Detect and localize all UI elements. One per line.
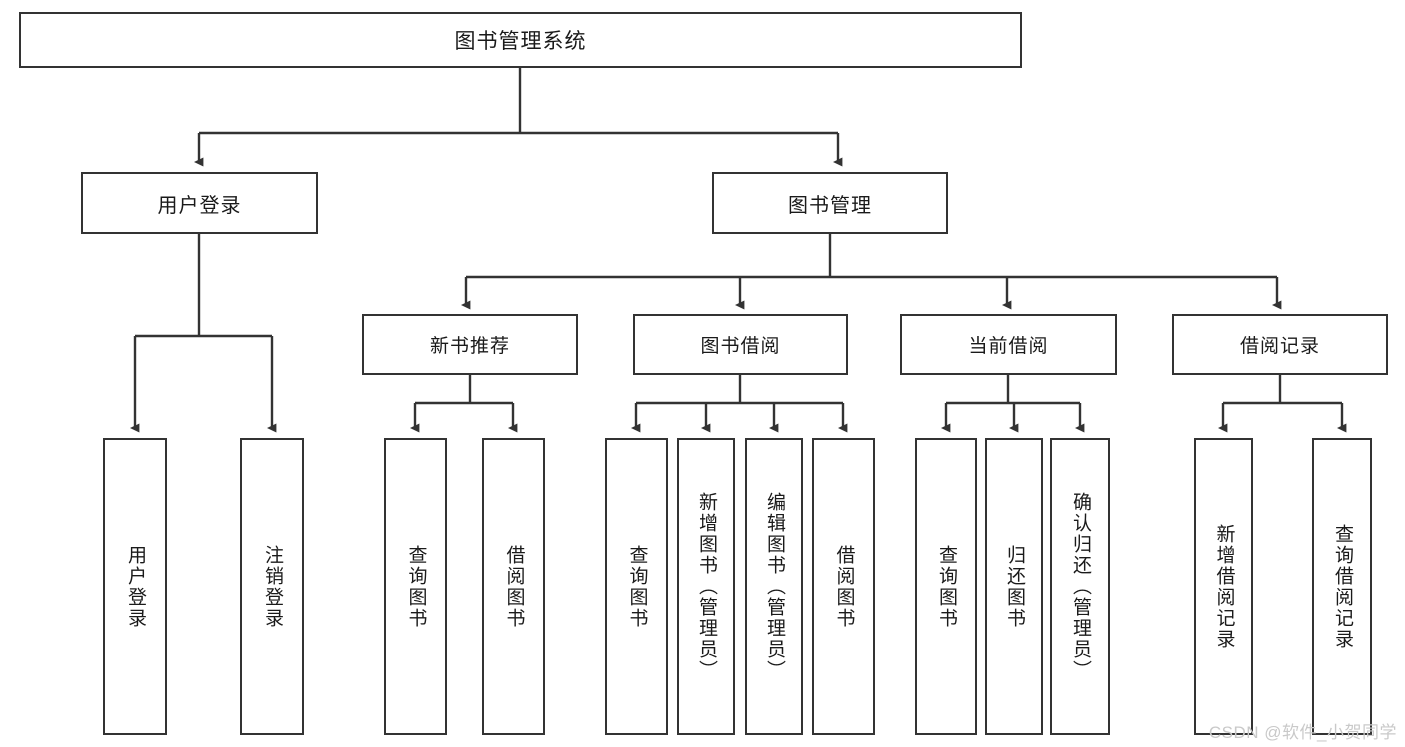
leaf-current-return-book-label: 归还图书 xyxy=(1003,544,1025,629)
leaf-current-query-book-label: 查询图书 xyxy=(935,544,957,629)
leaf-current-query-book[interactable]: 查询图书 xyxy=(915,438,977,735)
node-borrow-record-label: 借阅记录 xyxy=(1239,336,1320,357)
node-user-login[interactable]: 用户登录 xyxy=(81,172,318,234)
node-borrow-record[interactable]: 借阅记录 xyxy=(1172,314,1388,375)
leaf-borrow-borrow-book[interactable]: 借阅图书 xyxy=(812,438,875,735)
leaf-borrow-add-book[interactable]: 新增图书（管理员） xyxy=(677,438,735,735)
leaf-user-logout-label: 注销登录 xyxy=(261,544,283,629)
leaf-current-return-book[interactable]: 归还图书 xyxy=(985,438,1043,735)
node-new-book-recommend[interactable]: 新书推荐 xyxy=(362,314,578,375)
node-book-management[interactable]: 图书管理 xyxy=(712,172,948,234)
leaf-borrow-borrow-book-label: 借阅图书 xyxy=(833,544,855,629)
leaf-borrow-query-book-label: 查询图书 xyxy=(626,544,648,629)
node-book-borrow[interactable]: 图书借阅 xyxy=(633,314,848,375)
node-book-borrow-label: 图书借阅 xyxy=(700,336,781,357)
leaf-record-add[interactable]: 新增借阅记录 xyxy=(1194,438,1253,735)
leaf-recommend-borrow-book[interactable]: 借阅图书 xyxy=(482,438,545,735)
leaf-recommend-borrow-book-label: 借阅图书 xyxy=(503,544,525,629)
leaf-borrow-edit-book-label: 编辑图书（管理员） xyxy=(763,492,785,681)
leaf-record-add-label: 新增借阅记录 xyxy=(1213,523,1235,650)
node-current-borrow-label: 当前借阅 xyxy=(968,336,1049,357)
leaf-borrow-edit-book[interactable]: 编辑图书（管理员） xyxy=(745,438,803,735)
node-root[interactable]: 图书管理系统 xyxy=(19,12,1022,68)
leaf-current-confirm-return[interactable]: 确认归还（管理员） xyxy=(1050,438,1110,735)
node-root-label: 图书管理系统 xyxy=(454,30,587,53)
leaf-current-confirm-return-label: 确认归还（管理员） xyxy=(1069,492,1091,681)
leaf-user-login[interactable]: 用户登录 xyxy=(103,438,167,735)
leaf-user-logout[interactable]: 注销登录 xyxy=(240,438,304,735)
node-book-management-label: 图书管理 xyxy=(788,194,872,217)
leaf-borrow-add-book-label: 新增图书（管理员） xyxy=(695,492,717,681)
leaf-borrow-query-book[interactable]: 查询图书 xyxy=(605,438,668,735)
node-user-login-label: 用户登录 xyxy=(157,194,242,217)
watermark: CSDN @软件_小贺同学 xyxy=(1208,723,1397,742)
leaf-recommend-query-book-label: 查询图书 xyxy=(405,544,427,629)
leaf-recommend-query-book[interactable]: 查询图书 xyxy=(384,438,447,735)
leaf-user-login-label: 用户登录 xyxy=(124,544,146,629)
node-current-borrow[interactable]: 当前借阅 xyxy=(900,314,1117,375)
leaf-record-query-label: 查询借阅记录 xyxy=(1331,523,1353,650)
leaf-record-query[interactable]: 查询借阅记录 xyxy=(1312,438,1372,735)
node-new-book-recommend-label: 新书推荐 xyxy=(429,336,510,357)
